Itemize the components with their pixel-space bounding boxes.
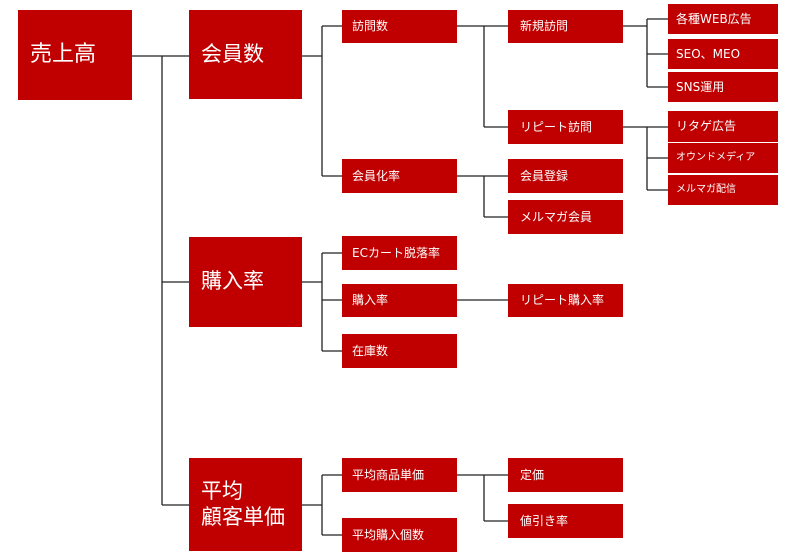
node-average-customer-price-line1: 平均 [201,479,243,504]
node-ec-cart-abandonment: ECカート脱落率 [342,236,457,270]
node-list-price: 定価 [508,458,623,492]
node-average-customer-price-line2: 顧客単価 [201,504,285,529]
node-repeat-purchase-rate: リピート購入率 [508,284,623,317]
node-sales: 売上高 [18,10,132,100]
node-discount-rate: 値引き率 [508,504,623,538]
node-inventory: 在庫数 [342,334,457,368]
node-web-ads: 各種WEB広告 [668,4,778,34]
node-sns: SNS運用 [668,72,778,102]
node-member-registration: 会員登録 [508,159,623,193]
connector-visits [457,25,508,128]
connector-repeat-visits [623,126,668,191]
node-repeat-visits: リピート訪問 [508,110,623,144]
node-mail-magazine-delivery: メルマガ配信 [668,175,778,205]
node-new-visits: 新規訪問 [508,10,623,43]
connector-new-visits [623,18,668,88]
connector-root [132,55,189,506]
node-avg-item-price: 平均商品単価 [342,458,457,492]
node-members: 会員数 [189,10,302,99]
node-purchase-rate: 購入率 [189,237,302,327]
connector-avg-price [302,474,342,536]
node-average-customer-price: 平均 顧客単価 [189,458,302,551]
connector-members [302,25,342,177]
node-membership-rate: 会員化率 [342,159,457,193]
node-retargeting-ads: リタゲ広告 [668,111,778,142]
node-visits: 訪問数 [342,10,457,43]
node-avg-purchase-qty: 平均購入個数 [342,518,457,552]
node-owned-media: オウンドメディア [668,143,778,173]
connector-membership-rate [457,175,508,218]
connector-purchase-rate [302,252,342,352]
node-purchase-rate-sub: 購入率 [342,284,457,317]
node-mail-magazine-members: メルマガ会員 [508,200,623,234]
node-seo-meo: SEO、MEO [668,39,778,69]
connector-avg-item-price [457,474,508,522]
